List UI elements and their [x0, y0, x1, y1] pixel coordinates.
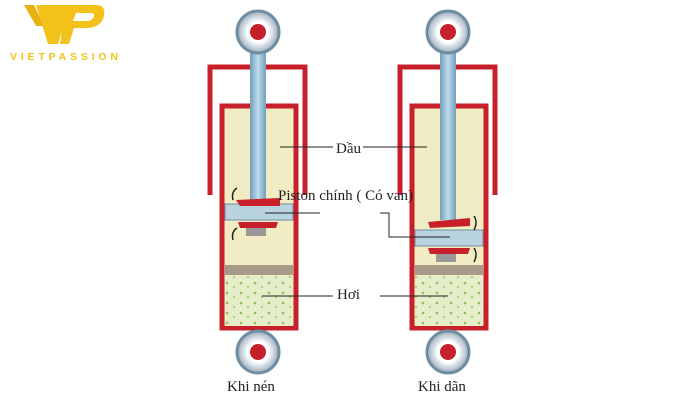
label-oil: Dầu — [336, 141, 361, 157]
leader-lines — [262, 146, 450, 297]
shock-extend — [397, 9, 498, 375]
logo-text: VIETPASSION — [10, 51, 118, 63]
label-gas: Hơi — [337, 287, 360, 303]
label-piston: Piston chính ( Có van) — [278, 188, 413, 204]
label-extend: Khi dãn — [418, 379, 466, 395]
shock-compress — [207, 9, 308, 375]
vietpassion-logo: VIETPASSION — [10, 5, 118, 63]
label-compress: Khi nén — [227, 379, 275, 395]
